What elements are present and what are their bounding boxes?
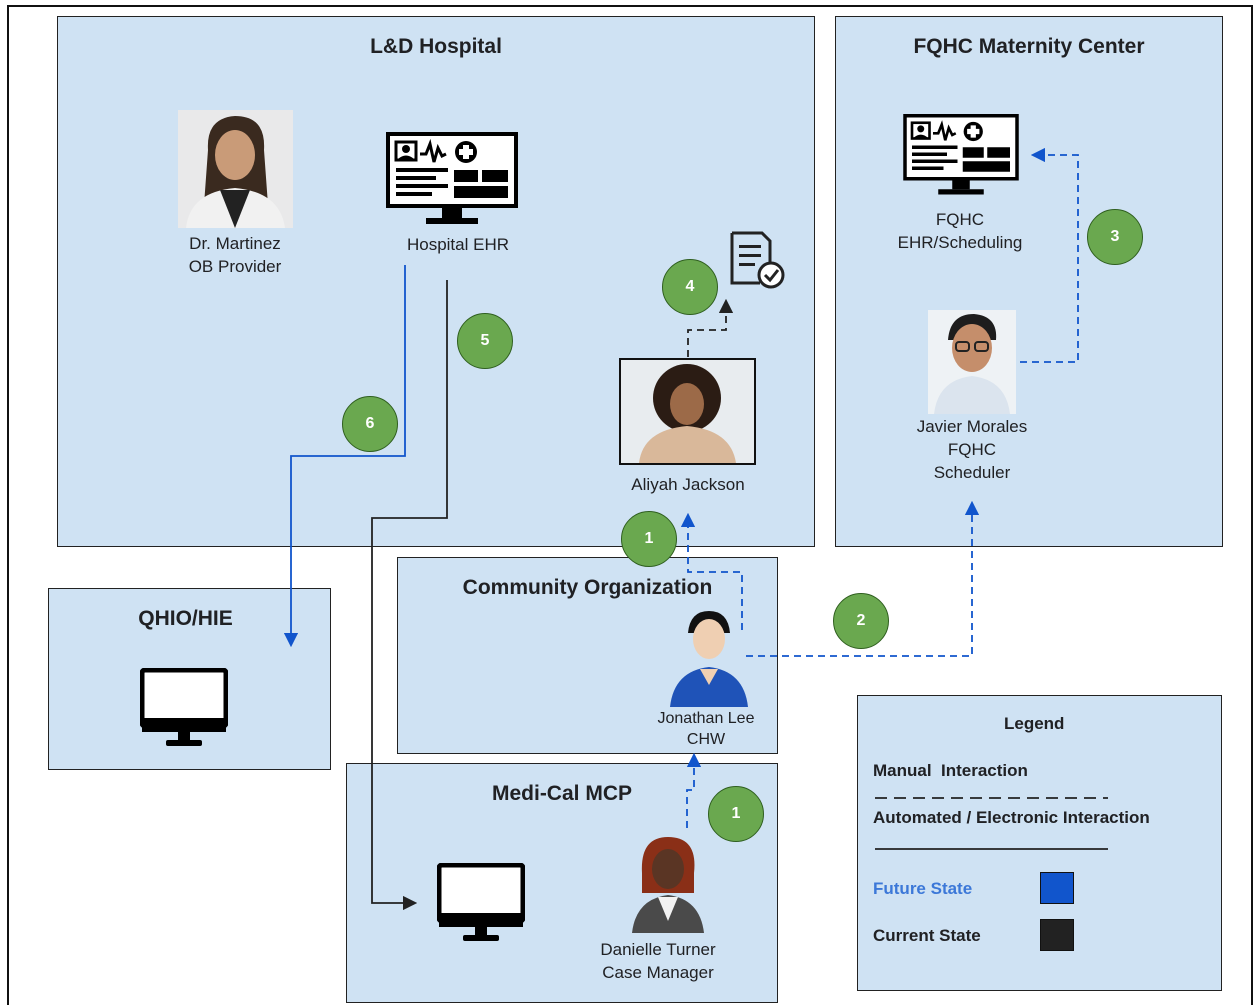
legend-manual-label: Manual Interaction [873, 761, 1028, 780]
danielle-name: Danielle Turner [600, 940, 716, 959]
dr-martinez-role: OB Provider [188, 257, 282, 276]
javier-name: Javier Morales [916, 417, 1028, 436]
diagram-frame [7, 5, 1253, 1005]
jonathan-lee-avatar [666, 607, 752, 707]
legend-current-label: Current State [873, 926, 981, 945]
step-2: 2 [833, 593, 889, 649]
legend-box [857, 695, 1222, 991]
step-1-top: 1 [621, 511, 677, 567]
step-6: 6 [342, 396, 398, 452]
jonathan-role: CHW [686, 731, 726, 748]
dr-martinez-label: Dr. Martinez OB Provider [160, 232, 310, 278]
dr-martinez-name: Dr. Martinez [189, 234, 281, 253]
javier-morales-avatar [928, 310, 1016, 414]
legend-current-swatch [1040, 919, 1074, 951]
monitor-ehr-icon [903, 114, 1019, 195]
dr-martinez-avatar [178, 110, 293, 228]
step-3: 3 [1087, 209, 1143, 265]
qhio-title: QHIO/HIE [138, 607, 233, 630]
jonathan-name: Jonathan Lee [657, 710, 755, 727]
checklist-icon [730, 231, 785, 289]
medical-title: Medi-Cal MCP [491, 782, 632, 805]
computer-icon [140, 668, 228, 746]
legend-future-swatch [1040, 872, 1074, 904]
legend-future-label: Future State [873, 879, 973, 898]
aliyah-photo-frame [619, 358, 756, 465]
danielle-role: Case Manager [602, 963, 714, 982]
fqhc-ehr-label: FQHC EHR/Scheduling [880, 208, 1040, 254]
jonathan-label: Jonathan Lee CHW [636, 708, 776, 750]
aliyah-avatar [621, 360, 754, 463]
step-1-bottom: 1 [708, 786, 764, 842]
javier-label: Javier Morales FQHC Scheduler [892, 415, 1052, 484]
legend-automated-label: Automated / Electronic Interaction [873, 808, 1150, 827]
javier-role: Scheduler [933, 463, 1011, 482]
monitor-ehr-icon [386, 132, 518, 224]
hospital-ehr-label: Hospital EHR [406, 235, 510, 254]
aliyah-label: Aliyah Jackson [631, 475, 745, 494]
step-5: 5 [457, 313, 513, 369]
ld-hospital-title: L&D Hospital [370, 35, 502, 58]
step-4: 4 [662, 259, 718, 315]
fqhc-ehr-line1: FQHC [935, 210, 985, 229]
javier-org: FQHC [947, 440, 997, 459]
computer-icon [437, 863, 525, 941]
fqhc-title: FQHC Maternity Center [913, 35, 1145, 58]
danielle-turner-avatar [628, 833, 708, 933]
fqhc-ehr-line2: EHR/Scheduling [897, 233, 1023, 252]
community-title: Community Organization [462, 576, 713, 599]
legend-title: Legend [1004, 714, 1065, 733]
danielle-label: Danielle Turner Case Manager [578, 938, 738, 984]
